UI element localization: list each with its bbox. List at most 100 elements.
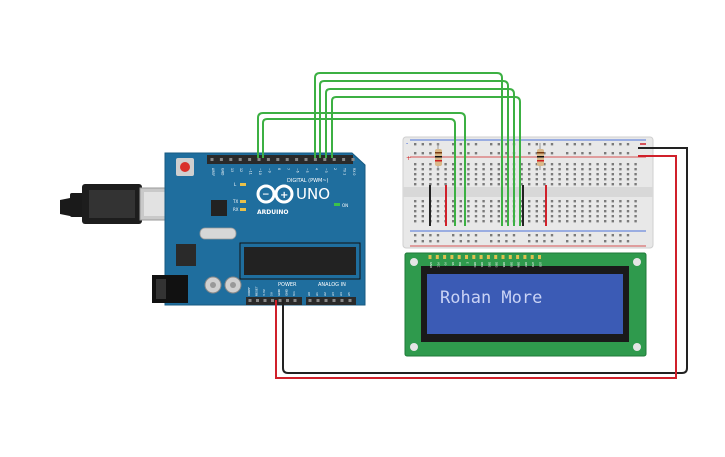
rail-hole[interactable]	[474, 152, 478, 155]
breadboard-hole[interactable]	[558, 215, 561, 218]
rail-hole[interactable]	[611, 143, 614, 146]
breadboard-hole[interactable]	[429, 163, 432, 166]
rail-hole[interactable]	[414, 152, 417, 155]
rail-hole[interactable]	[467, 234, 470, 237]
breadboard-hole[interactable]	[497, 168, 500, 171]
pin-hole[interactable]	[278, 299, 282, 302]
breadboard-hole[interactable]	[497, 200, 500, 203]
rail-hole[interactable]	[604, 143, 607, 146]
breadboard-hole[interactable]	[497, 183, 500, 186]
rail-hole[interactable]	[588, 240, 592, 243]
rail-hole[interactable]	[459, 240, 462, 243]
lcd-pin[interactable]	[435, 255, 439, 259]
rail-hole[interactable]	[619, 152, 622, 155]
breadboard-hole[interactable]	[619, 210, 622, 213]
breadboard-hole[interactable]	[505, 200, 508, 203]
rail-hole[interactable]	[414, 143, 417, 146]
lcd-pin[interactable]	[486, 255, 490, 259]
breadboard-hole[interactable]	[619, 178, 622, 181]
rail-hole[interactable]	[535, 143, 538, 146]
breadboard-hole[interactable]	[581, 183, 584, 186]
pin-hole[interactable]	[348, 299, 352, 302]
breadboard-hole[interactable]	[626, 220, 630, 223]
rail-hole[interactable]	[581, 240, 584, 243]
breadboard-hole[interactable]	[467, 178, 470, 181]
breadboard-hole[interactable]	[596, 205, 599, 208]
breadboard-hole[interactable]	[505, 168, 508, 171]
breadboard-hole[interactable]	[497, 215, 500, 218]
breadboard-hole[interactable]	[550, 220, 554, 223]
breadboard-hole[interactable]	[414, 205, 417, 208]
rail-hole[interactable]	[626, 143, 630, 146]
rail-hole[interactable]	[474, 143, 478, 146]
breadboard-hole[interactable]	[429, 178, 432, 181]
pin-hole[interactable]	[276, 158, 280, 161]
breadboard-hole[interactable]	[588, 183, 592, 186]
breadboard-hole[interactable]	[497, 205, 500, 208]
rail-hole[interactable]	[581, 143, 584, 146]
breadboard-hole[interactable]	[444, 183, 447, 186]
breadboard-hole[interactable]	[550, 210, 554, 213]
breadboard-hole[interactable]	[543, 200, 546, 203]
breadboard-hole[interactable]	[619, 163, 622, 166]
breadboard-hole[interactable]	[626, 210, 630, 213]
breadboard-hole[interactable]	[634, 173, 637, 176]
rail-hole[interactable]	[512, 234, 516, 237]
breadboard-hole[interactable]	[459, 215, 462, 218]
breadboard-hole[interactable]	[497, 210, 500, 213]
breadboard-hole[interactable]	[490, 178, 493, 181]
breadboard-hole[interactable]	[581, 178, 584, 181]
breadboard-hole[interactable]	[573, 173, 576, 176]
rail-hole[interactable]	[581, 152, 584, 155]
breadboard-hole[interactable]	[436, 205, 440, 208]
breadboard-hole[interactable]	[619, 215, 622, 218]
rail-hole[interactable]	[611, 240, 614, 243]
breadboard-hole[interactable]	[550, 183, 554, 186]
breadboard-hole[interactable]	[474, 220, 478, 223]
breadboard-hole[interactable]	[550, 205, 554, 208]
breadboard-hole[interactable]	[474, 200, 478, 203]
breadboard-hole[interactable]	[520, 200, 523, 203]
breadboard-hole[interactable]	[429, 173, 432, 176]
rail-hole[interactable]	[490, 143, 493, 146]
breadboard-hole[interactable]	[474, 215, 478, 218]
breadboard-hole[interactable]	[497, 173, 500, 176]
breadboard-hole[interactable]	[528, 173, 531, 176]
breadboard-hole[interactable]	[634, 200, 637, 203]
breadboard-hole[interactable]	[436, 210, 440, 213]
rail-hole[interactable]	[497, 152, 500, 155]
rail-hole[interactable]	[626, 152, 630, 155]
breadboard-hole[interactable]	[611, 178, 614, 181]
breadboard-hole[interactable]	[414, 210, 417, 213]
rail-hole[interactable]	[535, 152, 538, 155]
breadboard-hole[interactable]	[436, 220, 440, 223]
breadboard-hole[interactable]	[429, 183, 432, 186]
rail-hole[interactable]	[452, 152, 455, 155]
breadboard-hole[interactable]	[596, 183, 599, 186]
breadboard-hole[interactable]	[520, 163, 523, 166]
breadboard-hole[interactable]	[535, 178, 538, 181]
breadboard-hole[interactable]	[596, 220, 599, 223]
breadboard-hole[interactable]	[505, 178, 508, 181]
rail-hole[interactable]	[459, 143, 462, 146]
breadboard-hole[interactable]	[573, 205, 576, 208]
breadboard-hole[interactable]	[421, 210, 424, 213]
lcd-pin[interactable]	[443, 255, 447, 259]
breadboard-hole[interactable]	[490, 163, 493, 166]
breadboard-hole[interactable]	[535, 168, 538, 171]
breadboard-hole[interactable]	[528, 183, 531, 186]
breadboard-hole[interactable]	[520, 205, 523, 208]
breadboard-hole[interactable]	[596, 210, 599, 213]
breadboard-hole[interactable]	[482, 215, 485, 218]
breadboard-hole[interactable]	[566, 215, 569, 218]
breadboard-hole[interactable]	[459, 220, 462, 223]
rail-hole[interactable]	[467, 143, 470, 146]
rail-hole[interactable]	[535, 240, 538, 243]
breadboard-hole[interactable]	[535, 205, 538, 208]
rail-hole[interactable]	[474, 240, 478, 243]
breadboard-hole[interactable]	[414, 178, 417, 181]
rail-hole[interactable]	[414, 234, 417, 237]
breadboard-hole[interactable]	[626, 173, 630, 176]
breadboard-hole[interactable]	[626, 183, 630, 186]
breadboard-hole[interactable]	[414, 220, 417, 223]
